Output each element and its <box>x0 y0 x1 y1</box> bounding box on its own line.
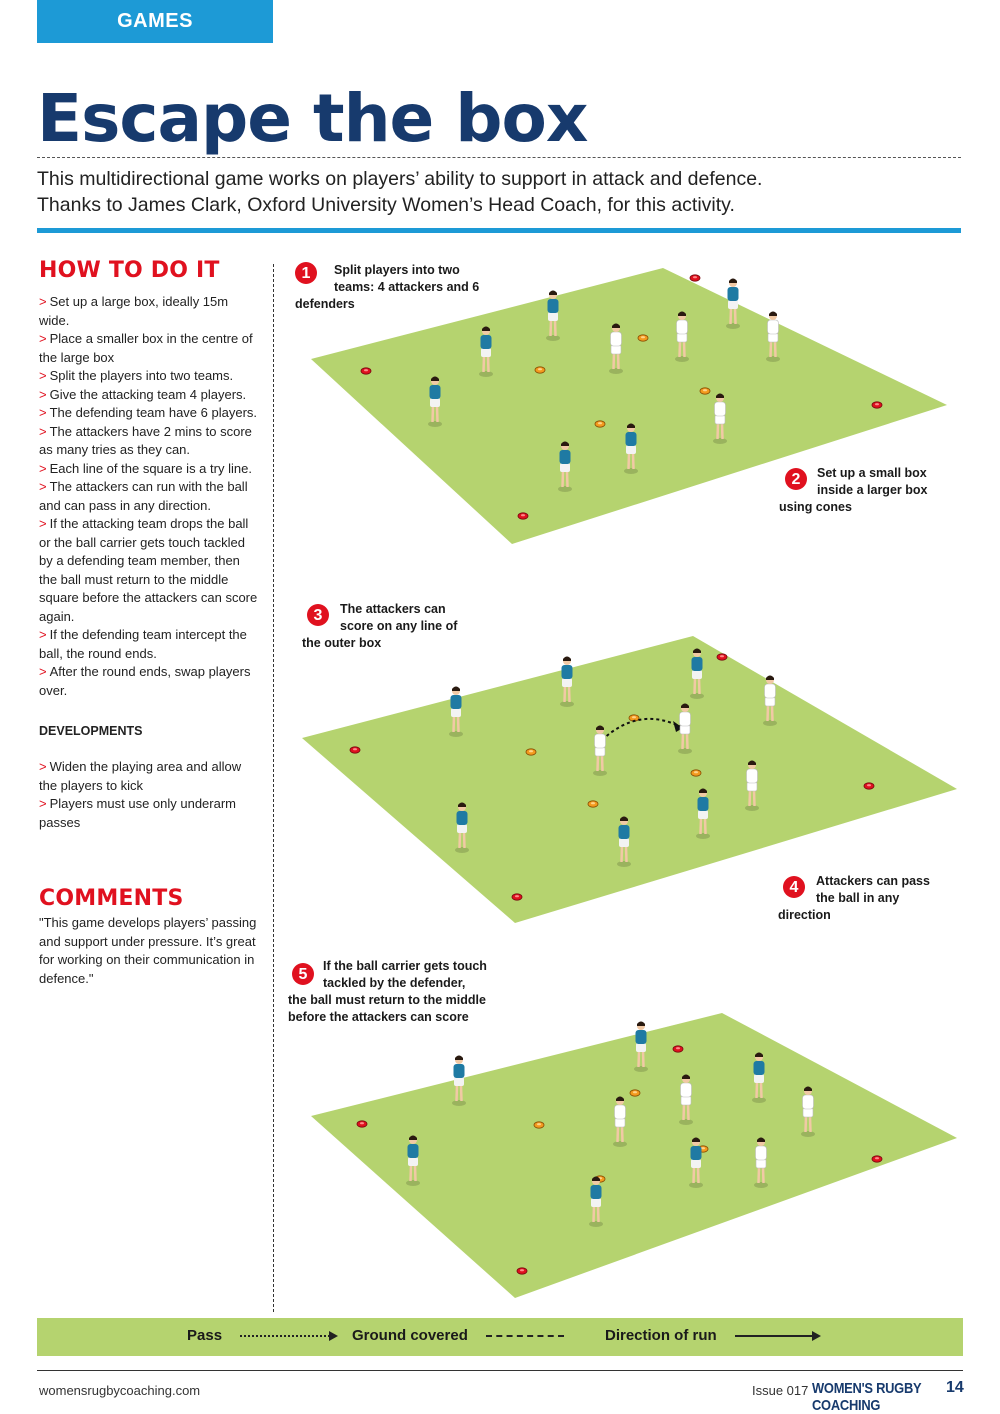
steps-list: >Set up a large box, ideally 15m wide. >… <box>39 293 261 700</box>
step-item: >The defending team have 6 players. <box>39 405 258 420</box>
step-item: >Each line of the square is a try line. <box>39 460 252 476</box>
footer-issue: Issue 017 <box>752 1383 809 1398</box>
development-item: >Players must use only underarm passes <box>39 796 237 830</box>
step-item: >Split the players into two teams. <box>39 368 234 383</box>
section-tab: GAMES <box>37 0 273 43</box>
pitch-diagram-3 <box>311 1013 957 1298</box>
footer-brand-logo: WOMEN'S RUGBY COACHING <box>812 1380 922 1414</box>
dotted-arrow-icon <box>240 1330 339 1341</box>
comments-text: "This game develops players’ passing and… <box>39 915 257 986</box>
legend-bar: Pass Ground covered Direction of run <box>37 1318 963 1356</box>
step-item: >The attackers have 2 mins to score as m… <box>39 423 252 458</box>
callout-text: the ball must return to the middle <box>288 993 486 1007</box>
callout-text: Split players into two <box>334 263 460 277</box>
how-to-heading: HOW TO DO IT <box>39 258 220 283</box>
step-item: >After the round ends, swap players over… <box>39 664 251 698</box>
step-item: >Set up a large box, ideally 15m wide. <box>39 294 229 328</box>
callout-text: If the ball carrier gets touch <box>323 959 487 973</box>
step-number-badge: 3 <box>307 604 329 626</box>
callout-text: using cones <box>779 500 852 514</box>
page-title: Escape the box <box>37 80 588 157</box>
step-item: >Give the attacking team 4 players. <box>39 386 247 402</box>
callout-text: tackled by the defender, <box>323 976 466 990</box>
intro-text: This multidirectional game works on play… <box>37 166 967 218</box>
callout-text: before the attackers can score <box>288 1010 469 1024</box>
dashed-line-icon <box>485 1334 564 1337</box>
callout-4: 4 Attackers can pass the ball in any dir… <box>778 873 968 924</box>
callout-text: Attackers can pass <box>816 874 930 888</box>
title-divider <box>37 157 961 158</box>
intro-divider <box>37 228 961 233</box>
intro-line-2: Thanks to James Clark, Oxford University… <box>37 194 735 216</box>
development-item: >Widen the playing area and allow the pl… <box>39 759 242 793</box>
step-item: >Place a smaller box in the centre of th… <box>39 331 253 365</box>
step-number-badge: 1 <box>295 262 317 284</box>
pitch-diagram-1 <box>311 268 947 544</box>
callout-text: the ball in any <box>816 891 900 905</box>
callout-5: 5 If the ball carrier gets touch tackled… <box>288 958 528 1026</box>
callout-2: 2 Set up a small box inside a larger box… <box>779 465 959 516</box>
legend-ground: Ground covered <box>352 1327 564 1344</box>
instructions-column: HOW TO DO IT >Set up a large box, ideall… <box>39 258 261 988</box>
callout-text: the outer box <box>302 636 382 650</box>
callout-3: 3 The attackers can score on any line of… <box>302 601 502 652</box>
solid-arrow-icon <box>734 1330 821 1341</box>
step-item: >If the defending team intercept the bal… <box>39 627 247 661</box>
callout-text: Set up a small box <box>817 466 927 480</box>
callout-text: score on any line of <box>340 619 458 633</box>
legend-label: Pass <box>187 1327 223 1344</box>
step-number-badge: 2 <box>785 468 807 490</box>
page-number: 14 <box>946 1379 964 1396</box>
legend-label: Direction of run <box>605 1327 717 1344</box>
callout-text: defenders <box>295 297 355 311</box>
step-number-badge: 5 <box>292 963 314 985</box>
comments-heading: COMMENTS <box>39 886 184 911</box>
intro-line-1: This multidirectional game works on play… <box>37 168 763 190</box>
callout-text: inside a larger box <box>817 483 928 497</box>
step-number-badge: 4 <box>783 876 805 898</box>
legend-pass: Pass <box>187 1327 339 1344</box>
developments-heading: DEVELOPMENTS <box>39 724 143 738</box>
column-divider <box>273 264 274 1312</box>
callout-1: 1 Split players into two teams: 4 attack… <box>295 262 495 313</box>
pitch-diagram-2 <box>302 636 957 923</box>
step-item: >If the attacking team drops the ball or… <box>39 516 258 624</box>
legend-label: Ground covered <box>352 1327 468 1344</box>
footer-divider <box>37 1370 963 1371</box>
legend-run: Direction of run <box>605 1327 821 1344</box>
callout-text: teams: 4 attackers and 6 <box>334 280 480 294</box>
step-item: >The attackers can run with the ball and… <box>39 479 248 513</box>
footer-url: womensrugbycoaching.com <box>39 1383 201 1398</box>
callout-text: The attackers can <box>340 602 446 616</box>
callout-text: direction <box>778 908 831 922</box>
developments-list: >Widen the playing area and allow the pl… <box>39 758 261 832</box>
